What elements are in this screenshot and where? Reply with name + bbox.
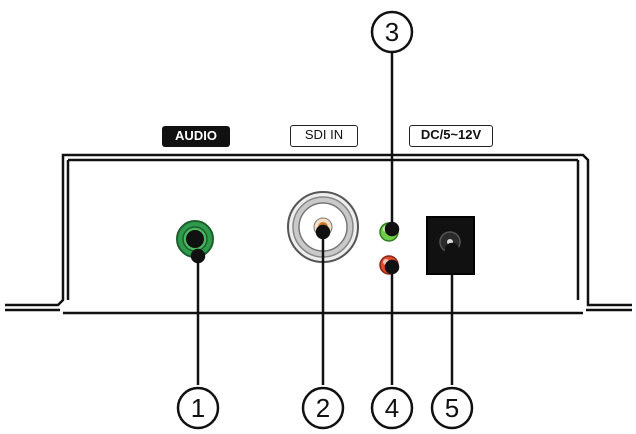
leader-dot-3 [384, 221, 400, 237]
dc-power-label: DC/5~12V [409, 125, 493, 147]
callout-circles [176, 10, 474, 430]
callout-circle-2 [301, 386, 345, 430]
leader-dot-2 [315, 224, 331, 240]
callout-number-1: 1 [190, 393, 206, 423]
callout-circle-1 [176, 386, 220, 430]
callout-number-4: 4 [384, 393, 400, 423]
callout-number-5: 5 [444, 393, 460, 423]
leader-dot-1 [190, 248, 206, 264]
leader-lines [190, 50, 460, 385]
callout-number-3: 3 [384, 17, 400, 47]
audio-label: AUDIO [162, 126, 230, 147]
leader-dot-4 [384, 259, 400, 275]
callout-circle-4 [370, 386, 414, 430]
callout-circle-3 [370, 10, 414, 54]
callout-circle-5 [430, 386, 474, 430]
sdi-in-label: SDI IN [290, 125, 358, 147]
leader-dot-5 [444, 242, 460, 258]
callout-number-2: 2 [315, 393, 331, 423]
